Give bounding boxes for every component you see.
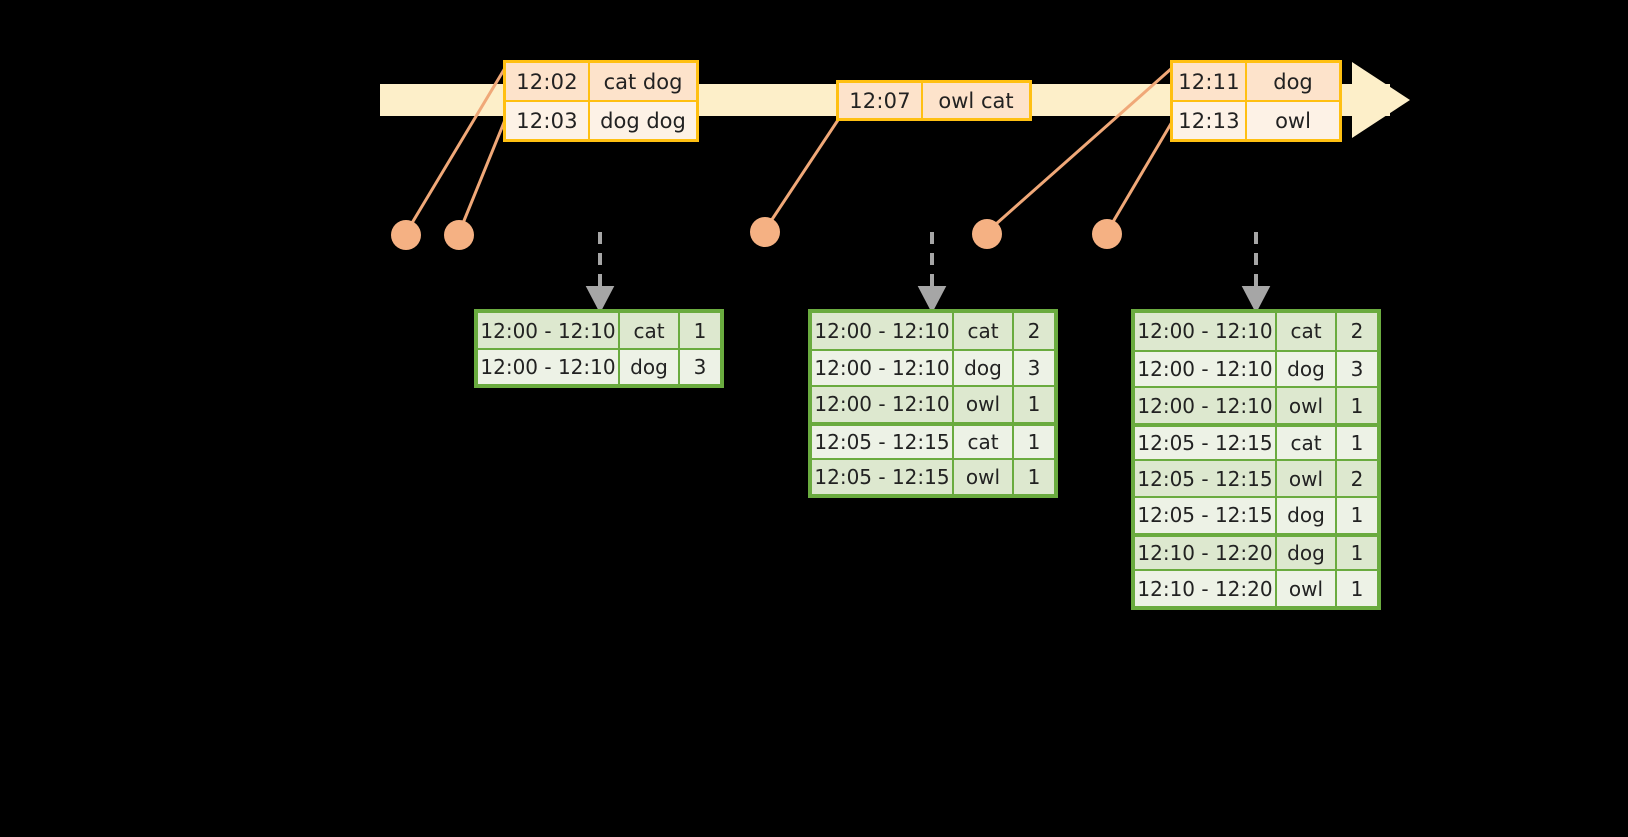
table-row: 12:00 - 12:10 cat 2 — [1135, 313, 1377, 350]
window-range: 12:05 - 12:15 — [812, 459, 954, 494]
table-row: 12:05 - 12:15 owl 1 — [812, 457, 1054, 494]
window-key: dog — [1277, 498, 1337, 533]
window-count: 2 — [1350, 466, 1364, 491]
window-range: 12:05 - 12:15 — [1135, 498, 1277, 533]
event-dots — [391, 217, 1122, 250]
window-key: owl — [1277, 461, 1337, 497]
window-range: 12:05 - 12:15 — [812, 425, 954, 458]
window-count: 1 — [1350, 576, 1364, 601]
window-key: cat — [1277, 426, 1337, 460]
dot-2 — [444, 220, 474, 250]
event-row: 12:02 cat dog — [506, 63, 696, 100]
window-count: 1 — [1350, 503, 1364, 528]
window-key: cat — [954, 313, 1014, 350]
window-count: 1 — [693, 318, 707, 343]
window-count: 3 — [693, 355, 707, 380]
event-time: 12:07 — [839, 83, 923, 118]
event-time: 12:13 — [1173, 102, 1247, 139]
result-arrows — [585, 232, 1271, 314]
window-key: owl — [1277, 388, 1337, 423]
dot-5 — [1092, 219, 1122, 249]
event-text: owl cat — [938, 88, 1014, 113]
window-range: 12:10 - 12:20 — [1135, 571, 1277, 607]
window-range: 12:10 - 12:20 — [1135, 536, 1277, 570]
event-time: 12:03 — [506, 102, 590, 139]
table-row: 12:10 - 12:20 dog 1 — [1135, 532, 1377, 570]
window-table-1: 12:00 - 12:10 cat 1 12:00 - 12:10 dog 3 — [474, 309, 724, 388]
window-range: 12:00 - 12:10 — [1135, 388, 1277, 423]
event-row: 12:11 dog — [1173, 63, 1339, 100]
event-group-2: 12:07 owl cat — [836, 80, 1032, 121]
window-range: 12:00 - 12:10 — [812, 387, 954, 422]
window-range: 12:00 - 12:10 — [1135, 351, 1277, 387]
window-count: 1 — [1350, 541, 1364, 566]
event-group-1: 12:02 cat dog 12:03 dog dog — [503, 60, 699, 142]
table-row: 12:05 - 12:15 owl 2 — [1135, 459, 1377, 497]
window-range: 12:00 - 12:10 — [478, 313, 620, 349]
window-count: 1 — [1027, 429, 1041, 454]
window-range: 12:05 - 12:15 — [1135, 426, 1277, 460]
window-count: 1 — [1027, 464, 1041, 489]
event-text: dog — [1273, 69, 1313, 94]
window-count: 3 — [1350, 356, 1364, 381]
window-key: owl — [954, 387, 1014, 422]
table-row: 12:00 - 12:10 cat 2 — [812, 313, 1054, 350]
table-row: 12:00 - 12:10 dog 3 — [812, 349, 1054, 386]
event-row: 12:03 dog dog — [506, 100, 696, 139]
table-row: 12:05 - 12:15 dog 1 — [1135, 496, 1377, 533]
table-row: 12:00 - 12:10 cat 1 — [478, 313, 720, 349]
dot-4 — [972, 219, 1002, 249]
window-range: 12:00 - 12:10 — [1135, 313, 1277, 350]
event-text: dog dog — [600, 108, 686, 133]
window-count: 1 — [1027, 392, 1041, 417]
window-count: 1 — [1350, 393, 1364, 418]
table-row: 12:00 - 12:10 dog 3 — [478, 348, 720, 384]
window-range: 12:00 - 12:10 — [812, 313, 954, 350]
window-count: 2 — [1027, 319, 1041, 344]
window-key: dog — [1277, 536, 1337, 570]
window-count: 1 — [1350, 431, 1364, 456]
table-row: 12:05 - 12:15 cat 1 — [812, 421, 1054, 458]
window-count: 2 — [1350, 319, 1364, 344]
window-key: dog — [954, 351, 1014, 386]
dot-1 — [391, 220, 421, 250]
window-key: owl — [1277, 571, 1337, 607]
table-row: 12:00 - 12:10 dog 3 — [1135, 349, 1377, 387]
table-row: 12:10 - 12:20 owl 1 — [1135, 569, 1377, 607]
window-key: dog — [1277, 351, 1337, 387]
table-row: 12:00 - 12:10 owl 1 — [812, 385, 1054, 422]
event-row: 12:13 owl — [1173, 100, 1339, 139]
window-key: cat — [954, 425, 1014, 458]
window-key: cat — [620, 313, 680, 349]
window-range: 12:00 - 12:10 — [812, 351, 954, 386]
window-key: dog — [620, 350, 680, 384]
event-row: 12:07 owl cat — [839, 83, 1029, 118]
event-text: cat dog — [603, 69, 683, 94]
table-row: 12:00 - 12:10 owl 1 — [1135, 386, 1377, 423]
window-range: 12:05 - 12:15 — [1135, 461, 1277, 497]
window-key: cat — [1277, 313, 1337, 350]
table-row: 12:05 - 12:15 cat 1 — [1135, 422, 1377, 460]
event-time: 12:11 — [1173, 63, 1247, 100]
window-table-2: 12:00 - 12:10 cat 2 12:00 - 12:10 dog 3 … — [808, 309, 1058, 498]
window-count: 3 — [1027, 356, 1041, 381]
window-range: 12:00 - 12:10 — [478, 350, 620, 384]
window-key: owl — [954, 459, 1014, 494]
event-time: 12:02 — [506, 63, 590, 100]
event-text: owl — [1275, 108, 1311, 133]
dot-3 — [750, 217, 780, 247]
event-group-3: 12:11 dog 12:13 owl — [1170, 60, 1342, 142]
window-table-3: 12:00 - 12:10 cat 2 12:00 - 12:10 dog 3 … — [1131, 309, 1381, 610]
